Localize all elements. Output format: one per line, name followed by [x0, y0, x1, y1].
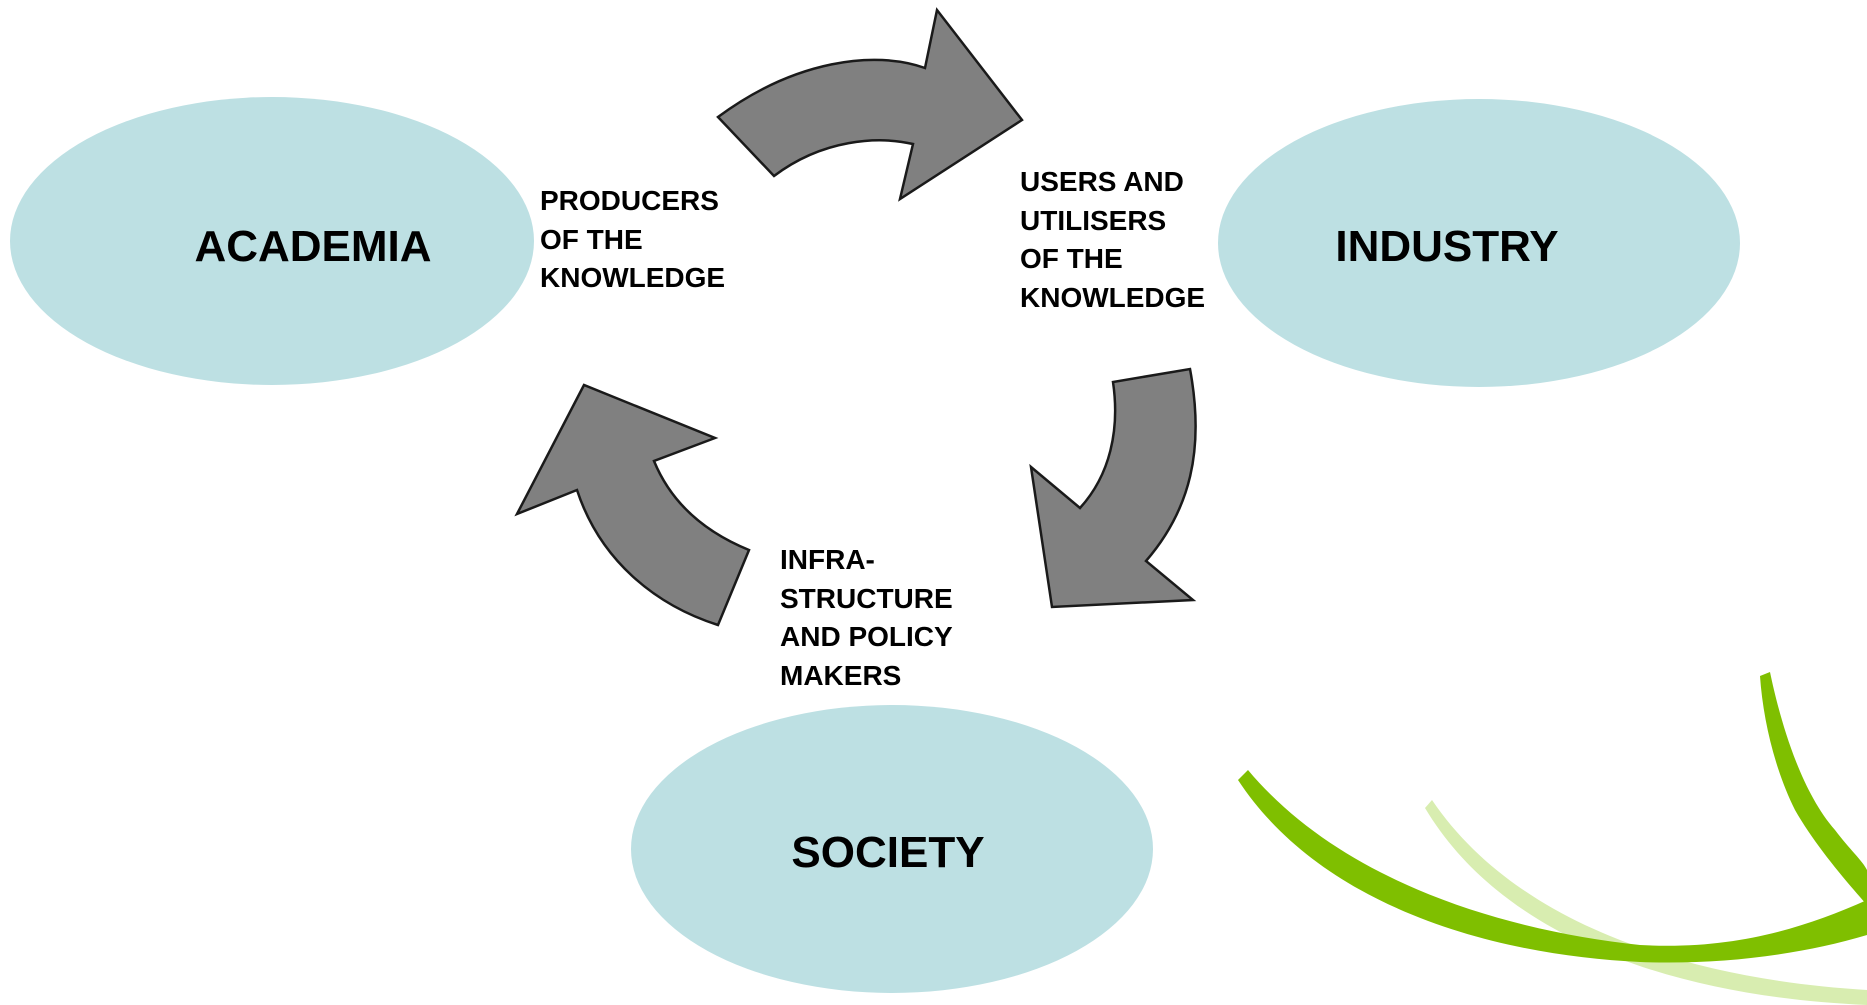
academia-ellipse: [10, 97, 534, 385]
academia-label: ACADEMIA: [194, 222, 431, 271]
users-role-text: USERS AND UTILISERS OF THE KNOWLEDGE: [1020, 163, 1205, 317]
arrow-society-to-academia: [514, 383, 751, 627]
infrastructure-line-2: STRUCTURE: [780, 582, 953, 614]
infrastructure-line-3: AND POLICY: [780, 621, 953, 652]
producers-role-text: PRODUCERS OF THE KNOWLEDGE: [540, 182, 725, 298]
decorative-swoosh: [1238, 672, 1867, 1005]
users-line-2: UTILISERS: [1020, 204, 1167, 236]
arrow-industry-to-society: [1029, 367, 1197, 609]
society-ellipse: [631, 705, 1153, 993]
infrastructure-line-1: INFRA-: [780, 544, 875, 575]
users-line-3: OF THE: [1020, 243, 1123, 274]
industry-ellipse: [1218, 99, 1740, 387]
producers-line-3: KNOWLEDGE: [540, 262, 726, 293]
society-label: SOCIETY: [791, 828, 984, 877]
arrow-academia-to-industry: [716, 7, 1024, 202]
industry-label: INDUSTRY: [1335, 222, 1558, 271]
users-line-1: USERS AND: [1020, 166, 1184, 197]
infrastructure-role-text: INFRA- STRUCTURE AND POLICY MAKERS: [780, 541, 953, 695]
green-swoosh-main: [1238, 770, 1867, 963]
producers-line-2: OF THE: [540, 223, 643, 255]
producers-line-1: PRODUCERS: [540, 185, 719, 216]
infrastructure-line-4: MAKERS: [780, 659, 902, 691]
green-swoosh-vertical: [1760, 672, 1867, 905]
users-line-4: KNOWLEDGE: [1020, 281, 1206, 313]
light-green-swoosh: [1425, 800, 1867, 1005]
